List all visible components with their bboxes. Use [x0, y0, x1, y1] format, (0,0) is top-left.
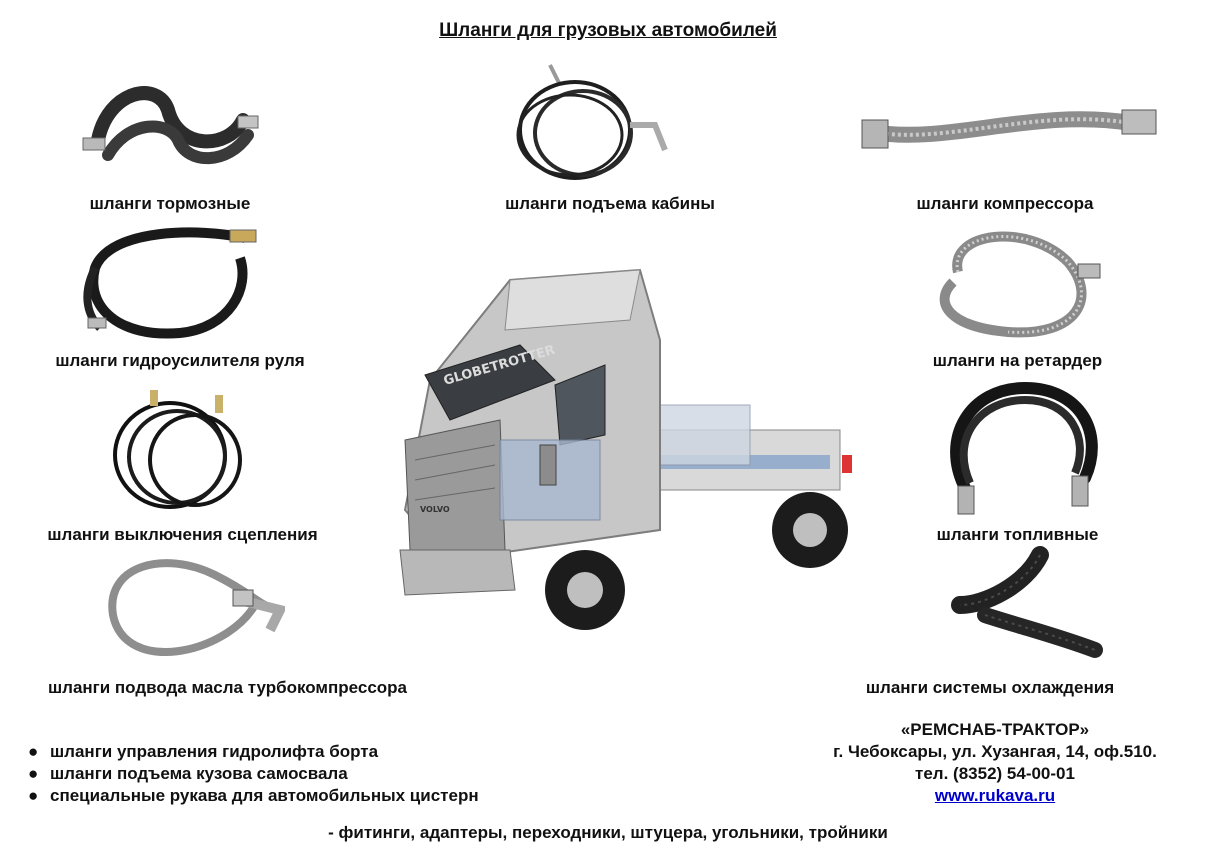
product-label: шланги тормозные [89, 194, 251, 213]
company-phone: тел. (8352) 54-00-01 [915, 764, 1075, 783]
bullet-icon: ● [28, 786, 39, 805]
bullet-item: ●шланги подъема кузова самосвала [28, 764, 348, 783]
bullet-item: ●шланги управления гидролифта борта [28, 742, 379, 761]
product-label: шланги выключения сцепления [47, 525, 318, 544]
product-label: шланги гидроусилителя руля [55, 351, 305, 370]
cab-lift-hose-image [505, 55, 685, 185]
company-address: г. Чебоксары, ул. Хузангая, 14, оф.510. [833, 742, 1157, 761]
page-title: Шланги для грузовых автомобилей [439, 20, 777, 41]
power-steering-hose-image [80, 218, 265, 348]
brand-text: VOLVO [420, 505, 450, 514]
brake-hose-image [78, 80, 263, 180]
bullet-icon: ● [28, 742, 39, 761]
product-label: шланги подъема кабины [505, 194, 715, 213]
clutch-hose-image [105, 385, 255, 515]
fuel-hose-image [940, 378, 1110, 523]
bullet-icon: ● [28, 764, 39, 783]
company-name: «РЕМСНАБ-ТРАКТОР» [900, 720, 1090, 739]
footer-note: - фитинги, адаптеры, переходники, штуцер… [328, 823, 888, 842]
product-label: шланги подвода масла турбокомпрессора [47, 678, 408, 697]
cooling-hose-image [945, 545, 1115, 675]
truck-illustration: GLOBETROTTER VOLVO [390, 260, 870, 640]
turbo-oil-hose-image [105, 545, 285, 670]
product-label: шланги компрессора [916, 194, 1094, 213]
retarder-hose-image [928, 222, 1108, 347]
product-label: шланги системы охлаждения [865, 678, 1115, 697]
product-label: шланги на ретардер [932, 351, 1103, 370]
product-label: шланги топливные [936, 525, 1099, 544]
compressor-hose-image [860, 98, 1160, 158]
website-link[interactable]: www.rukava.ru [934, 786, 1056, 805]
bullet-item: ●специальные рукава для автомобильных ци… [28, 786, 479, 805]
